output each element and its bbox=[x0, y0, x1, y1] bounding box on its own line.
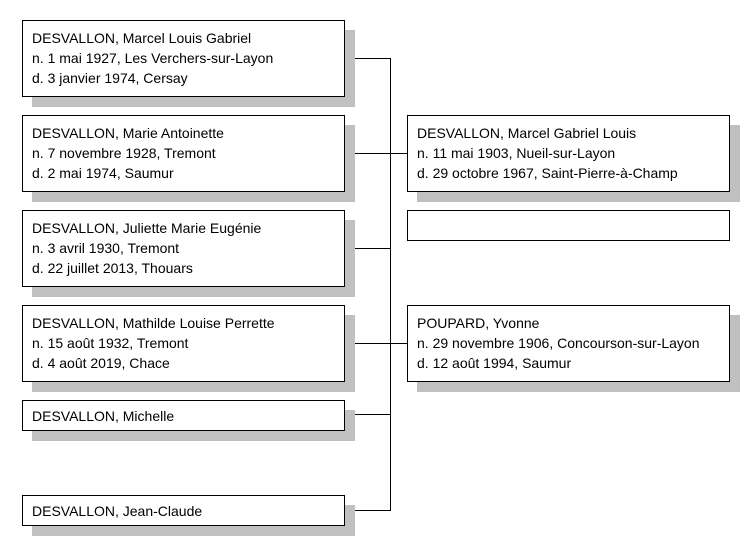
person-name: DESVALLON, Marcel Gabriel Louis bbox=[417, 125, 637, 141]
connector-mother bbox=[390, 343, 408, 344]
person-death: d. 12 août 1994, Saumur bbox=[417, 355, 572, 371]
person-death: d. 2 mai 1974, Saumur bbox=[32, 165, 174, 181]
person-death: d. 29 octobre 1967, Saint-Pierre-à-Champ bbox=[417, 165, 678, 181]
person-box-child-3[interactable]: DESVALLON, Juliette Marie Eugénie n. 3 a… bbox=[22, 210, 345, 287]
connector-child-3 bbox=[344, 248, 391, 249]
connector-child-1 bbox=[344, 58, 391, 59]
person-birth: n. 3 avril 1930, Tremont bbox=[32, 240, 180, 256]
person-birth: n. 29 novembre 1906, Concourson-sur-Layo… bbox=[417, 335, 700, 351]
person-name: DESVALLON, Mathilde Louise Perrette bbox=[32, 315, 275, 331]
person-death: d. 4 août 2019, Chace bbox=[32, 355, 170, 371]
person-box-child-6[interactable]: DESVALLON, Jean-Claude bbox=[22, 495, 345, 526]
connector-vertical bbox=[390, 58, 391, 510]
connector-child-6 bbox=[344, 510, 391, 511]
person-box-child-4[interactable]: DESVALLON, Mathilde Louise Perrette n. 1… bbox=[22, 305, 345, 382]
person-death: d. 22 juillet 2013, Thouars bbox=[32, 260, 193, 276]
person-death: d. 3 janvier 1974, Cersay bbox=[32, 70, 188, 86]
connector-father bbox=[390, 153, 408, 154]
person-box-child-2[interactable]: DESVALLON, Marie Antoinette n. 7 novembr… bbox=[22, 115, 345, 192]
connector-child-5 bbox=[344, 414, 391, 415]
person-birth: n. 11 mai 1903, Nueil-sur-Layon bbox=[417, 145, 616, 161]
person-birth: n. 7 novembre 1928, Tremont bbox=[32, 145, 216, 161]
person-box-child-1[interactable]: DESVALLON, Marcel Louis Gabriel n. 1 mai… bbox=[22, 20, 345, 97]
person-box-empty[interactable] bbox=[407, 210, 730, 241]
person-name: DESVALLON, Juliette Marie Eugénie bbox=[32, 220, 262, 236]
person-name: POUPARD, Yvonne bbox=[417, 315, 540, 331]
person-name: DESVALLON, Marie Antoinette bbox=[32, 125, 224, 141]
connector-child-2 bbox=[344, 153, 391, 154]
person-name: DESVALLON, Jean-Claude bbox=[32, 503, 203, 519]
person-name: DESVALLON, Michelle bbox=[32, 408, 175, 424]
person-birth: n. 15 août 1932, Tremont bbox=[32, 335, 189, 351]
person-birth: n. 1 mai 1927, Les Verchers-sur-Layon bbox=[32, 50, 274, 66]
person-box-father[interactable]: DESVALLON, Marcel Gabriel Louis n. 11 ma… bbox=[407, 115, 730, 192]
person-box-child-5[interactable]: DESVALLON, Michelle bbox=[22, 400, 345, 431]
person-box-mother[interactable]: POUPARD, Yvonne n. 29 novembre 1906, Con… bbox=[407, 305, 730, 382]
connector-child-4 bbox=[344, 343, 391, 344]
person-name: DESVALLON, Marcel Louis Gabriel bbox=[32, 30, 252, 46]
